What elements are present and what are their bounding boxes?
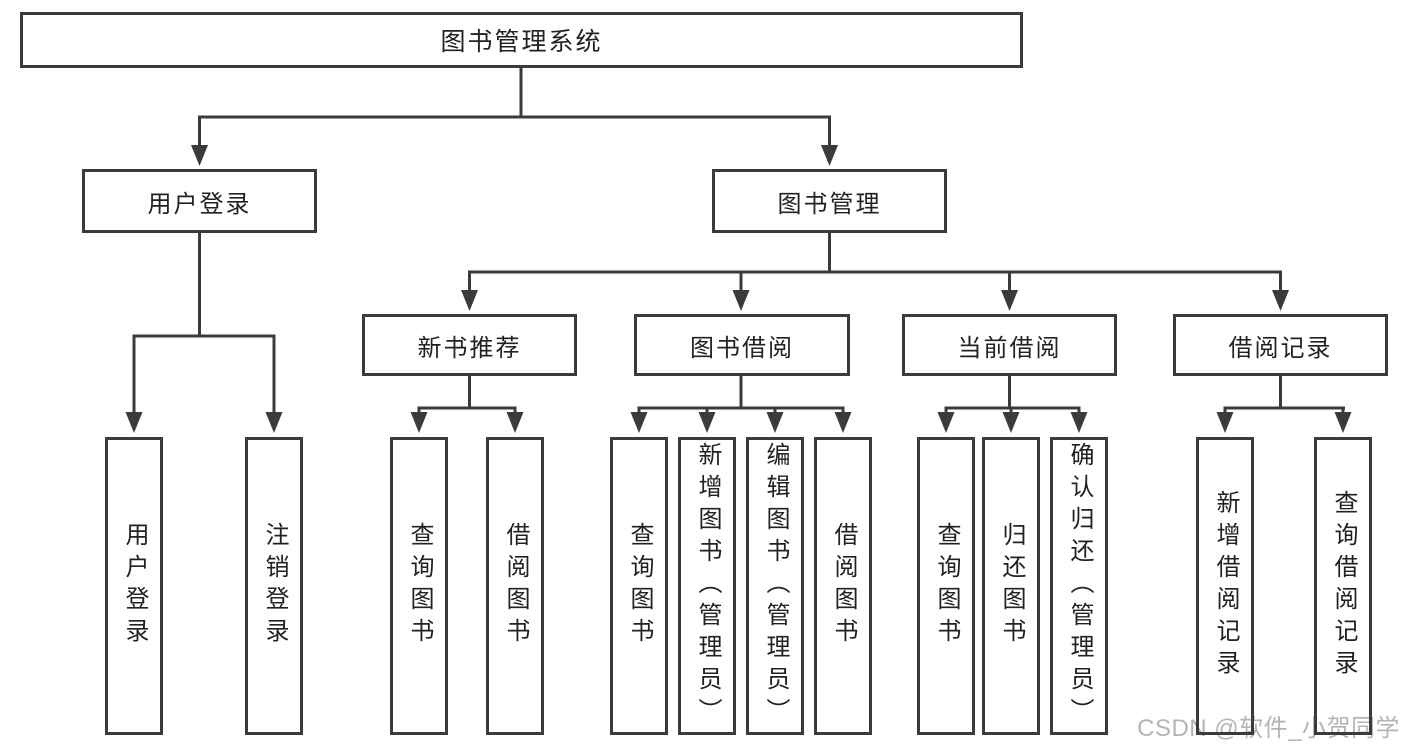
node-label: 新书推荐 <box>417 334 522 362</box>
node-leaf-query-borrowing-record: 查询借阅记录 <box>1314 437 1372 735</box>
node-leaf-borrow-books-borrowing: 借阅图书 <box>814 437 872 735</box>
node-leaf-add-borrowing-record: 新增借阅记录 <box>1196 437 1254 735</box>
node-user-login: 用户登录 <box>82 169 317 233</box>
node-leaf-query-books-current: 查询图书 <box>917 437 975 735</box>
node-label: 新增借阅记录 <box>1212 490 1239 682</box>
node-label: 确认归还（管理员） <box>1066 442 1093 730</box>
node-label: 借阅记录 <box>1228 334 1333 362</box>
node-book-management: 图书管理 <box>712 169 947 233</box>
node-label: 图书借阅 <box>690 334 794 362</box>
node-label: 编辑图书（管理员） <box>762 442 789 730</box>
node-leaf-user-login: 用户登录 <box>105 437 163 735</box>
node-label: 借阅图书 <box>502 522 529 650</box>
node-label: 图书管理 <box>777 190 882 218</box>
node-label: 借阅图书 <box>830 522 857 650</box>
node-new-book-recommendation: 新书推荐 <box>362 314 577 376</box>
node-label: 注销登录 <box>261 522 288 650</box>
watermark-text: CSDN @软件_小贺同学 <box>1137 715 1400 742</box>
node-label: 图书管理系统 <box>440 28 603 56</box>
node-leaf-borrow-books-recommend: 借阅图书 <box>486 437 544 735</box>
node-label: 新增图书（管理员） <box>694 442 721 730</box>
node-label: 用户登录 <box>147 190 252 218</box>
node-leaf-add-book-admin: 新增图书（管理员） <box>678 437 736 735</box>
node-book-borrowing: 图书借阅 <box>634 314 850 376</box>
node-current-borrowing: 当前借阅 <box>902 314 1117 376</box>
node-label: 归还图书 <box>998 522 1025 650</box>
node-leaf-query-books-recommend: 查询图书 <box>390 437 448 735</box>
node-leaf-confirm-return-admin: 确认归还（管理员） <box>1050 437 1108 735</box>
node-label: 查询图书 <box>406 522 433 650</box>
node-label: 查询借阅记录 <box>1330 490 1357 682</box>
node-leaf-edit-book-admin: 编辑图书（管理员） <box>746 437 804 735</box>
node-library-management-system: 图书管理系统 <box>20 12 1023 68</box>
node-leaf-return-books: 归还图书 <box>982 437 1040 735</box>
node-label: 当前借阅 <box>957 334 1062 362</box>
node-label: 查询图书 <box>933 522 960 650</box>
node-borrowing-records: 借阅记录 <box>1173 314 1388 376</box>
node-leaf-logout: 注销登录 <box>245 437 303 735</box>
node-label: 查询图书 <box>626 522 653 650</box>
node-label: 用户登录 <box>121 522 148 650</box>
node-leaf-query-books-borrowing: 查询图书 <box>610 437 668 735</box>
